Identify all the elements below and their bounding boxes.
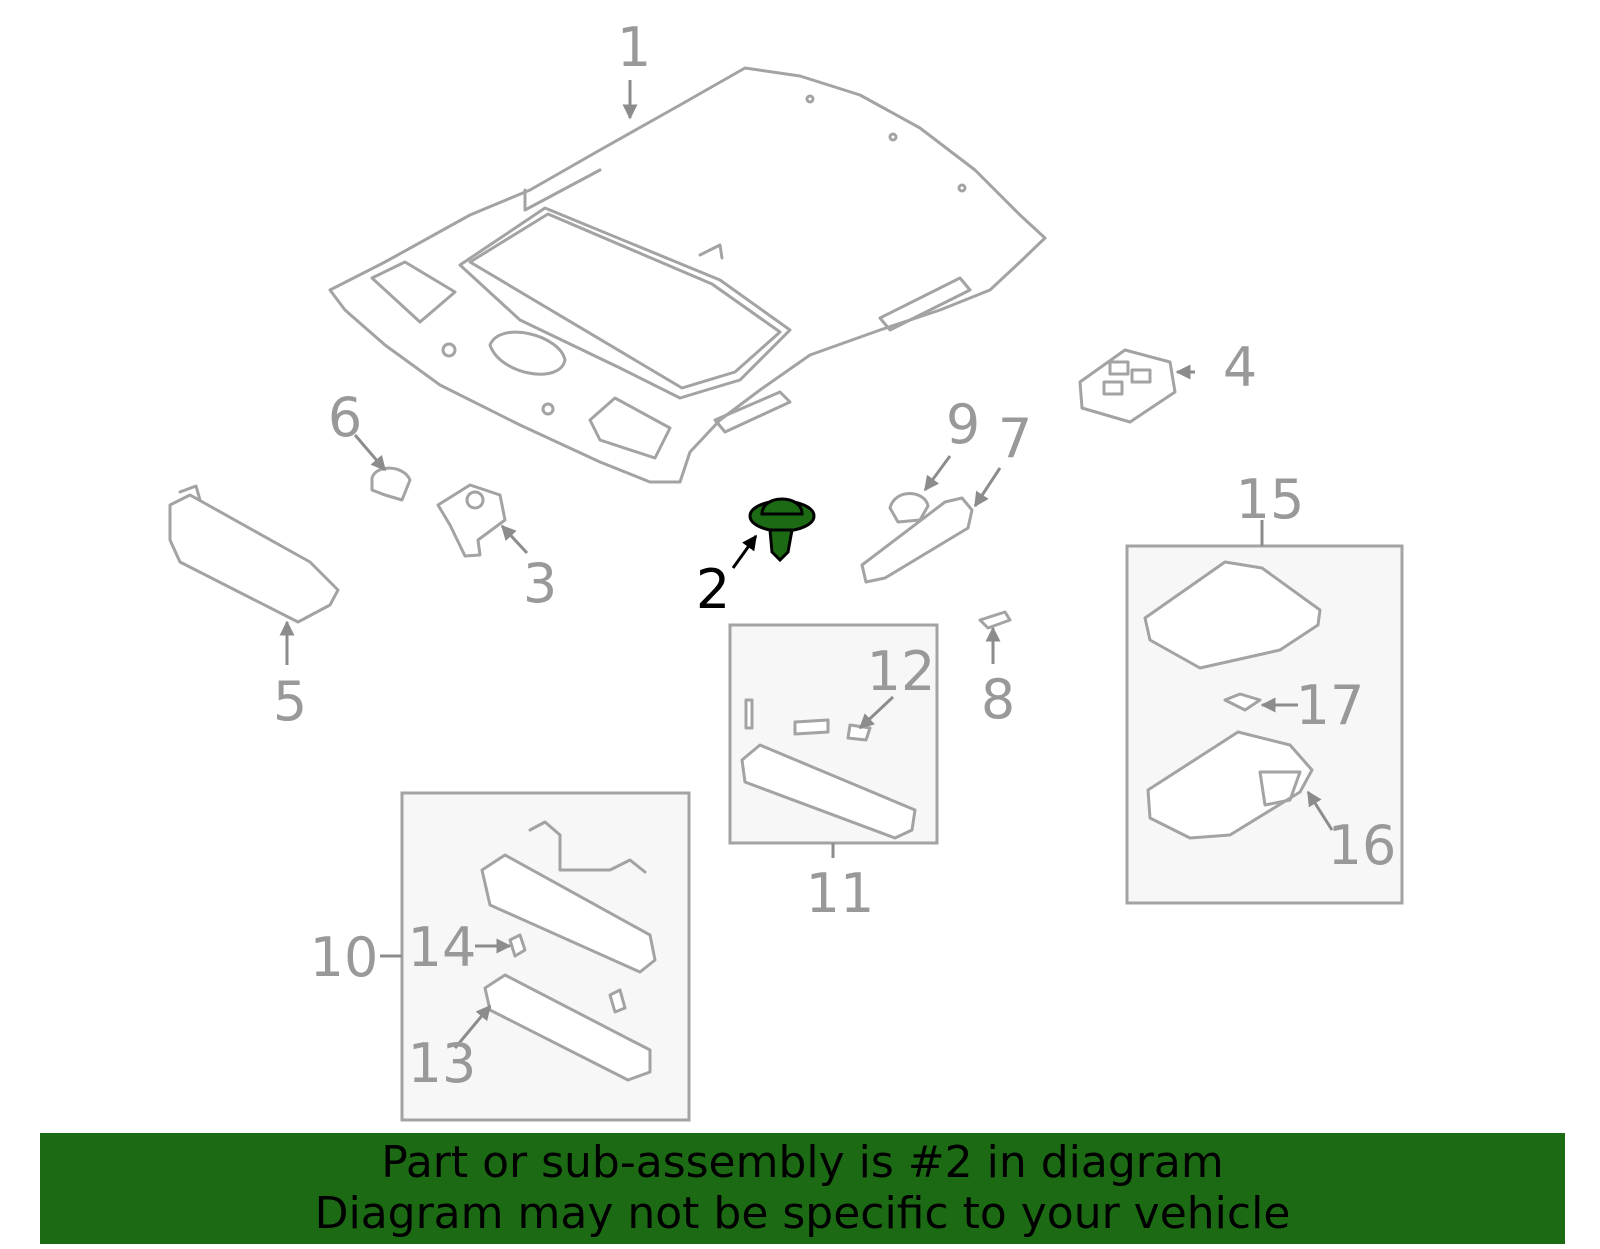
callout-4: 4 — [1223, 336, 1257, 399]
callout-2: 2 — [696, 558, 730, 621]
callout-14: 14 — [408, 916, 477, 979]
callout-5: 5 — [273, 670, 307, 733]
callout-12: 12 — [867, 640, 936, 703]
callout-3: 3 — [523, 552, 557, 615]
callout-16: 16 — [1328, 814, 1397, 877]
callout-17: 17 — [1296, 674, 1365, 737]
clip-part-6 — [370, 466, 412, 502]
assembly-box-11 — [728, 623, 939, 845]
callout-10: 10 — [310, 926, 379, 989]
clip-part-9 — [888, 492, 930, 524]
callout-7: 7 — [998, 407, 1032, 470]
map-light-part-4 — [1078, 348, 1177, 424]
callout-13: 13 — [408, 1032, 477, 1095]
callout-15: 15 — [1236, 468, 1305, 531]
headliner-part-1 — [328, 66, 1047, 484]
banner-line-2: Diagram may not be specific to your vehi… — [314, 1188, 1291, 1239]
assembly-box-15 — [1125, 544, 1404, 905]
info-banner: Part or sub-assembly is #2 in diagram Di… — [40, 1133, 1565, 1244]
callout-6: 6 — [328, 386, 362, 449]
clip-part-2 — [748, 497, 816, 563]
callout-8: 8 — [981, 668, 1015, 731]
callout-11: 11 — [806, 862, 875, 925]
leader-lines — [279, 80, 1334, 1049]
callout-1: 1 — [617, 16, 651, 79]
bracket-part-3 — [436, 483, 507, 558]
banner-line-1: Part or sub-assembly is #2 in diagram — [381, 1137, 1224, 1188]
sun-visor-part-5 — [168, 484, 340, 624]
callout-9: 9 — [946, 393, 980, 456]
grab-handle-part-7 — [860, 496, 974, 584]
assembly-box-10 — [400, 791, 691, 1122]
cap-part-8 — [978, 610, 1012, 630]
